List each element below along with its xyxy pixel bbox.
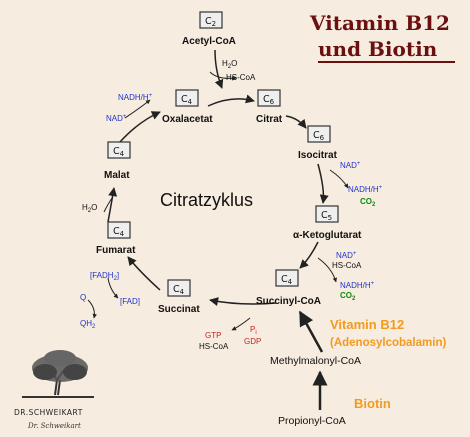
arrow-side-malat — [103, 197, 113, 213]
logo-text: DR.SCHWEIKART — [14, 408, 83, 417]
arrow-side-succinat — [231, 317, 251, 331]
cofactor-iso-nad: NAD+ — [340, 161, 361, 170]
cofactor-succ-pi: Pi — [250, 325, 257, 336]
svg-text:C4: C4 — [173, 284, 185, 296]
arrow-oxalacetat-to-citrat — [207, 94, 255, 107]
node-acetyl-coa: C2 Acetyl-CoA — [182, 11, 236, 47]
svg-text:C6: C6 — [313, 130, 325, 142]
arrow-malat-to-oxalacetat — [119, 111, 161, 143]
arrow-side-isocitrat — [329, 169, 349, 189]
cofactor-succ-hscoa: HS-CoA — [199, 342, 229, 351]
cofactor-keto-co2: CO2 — [340, 291, 356, 302]
svg-text:C4: C4 — [281, 274, 293, 286]
arrow-side-acetyl — [209, 71, 237, 81]
cofactor-fum-q: Q — [80, 293, 86, 302]
arrow-fumarat-to-malat — [107, 187, 118, 223]
arrow-citrat-to-isocitrat — [285, 115, 307, 129]
cofactor-fum-fadh2: [FADH2] — [90, 271, 119, 282]
node-isocitrat: C6 Isocitrat — [298, 125, 338, 161]
node-fumarat: C4 Fumarat — [96, 221, 136, 256]
svg-text:α-Ketoglutarat: α-Ketoglutarat — [293, 230, 362, 241]
svg-text:C4: C4 — [181, 94, 193, 106]
node-ketoglutarat: C5 α-Ketoglutarat — [293, 205, 362, 241]
svg-text:C5: C5 — [321, 210, 332, 222]
arrow-succinylcoa-to-succinat — [209, 297, 277, 306]
cofactor-ox-nad: NAD+ — [106, 114, 127, 123]
arrow-methylmalonyl-to-succinylcoa — [298, 310, 324, 353]
arrow-side-oxalacetat — [124, 99, 151, 119]
adenosylcobalamin-label: (Adenosylcobalamin) — [330, 337, 446, 349]
cofactor-keto-nad: NAD+ — [336, 251, 357, 260]
cofactor-iso-nadh: NADH/H+ — [348, 185, 383, 194]
cofactor-acetyl-h2o: H2O — [222, 59, 237, 70]
svg-text:Isocitrat: Isocitrat — [298, 150, 338, 161]
propionyl-coa-label: Propionyl-CoA — [278, 415, 346, 427]
cofactor-fum-fad: [FAD] — [120, 297, 140, 306]
node-oxalacetat: C4 Oxalacetat — [162, 89, 213, 125]
cofactor-keto-hscoa: HS-CoA — [332, 261, 362, 270]
logo-signature: Dr. Schweikart — [27, 422, 81, 430]
node-succinat: C4 Succinat — [158, 279, 200, 315]
arrow-succinat-to-fumarat — [127, 256, 161, 291]
svg-text:C4: C4 — [113, 226, 125, 238]
title-line-1: Vitamin B12 — [309, 11, 450, 35]
arrow-side-fumarat-q — [87, 299, 97, 319]
svg-text:Fumarat: Fumarat — [96, 245, 136, 256]
title-line-2: und Biotin — [318, 37, 438, 61]
svg-text:Malat: Malat — [104, 170, 130, 181]
arrow-acetyl-to-citrat — [214, 49, 224, 89]
node-succinyl-coa: C4 Succinyl-CoA — [256, 269, 321, 307]
svg-text:Succinyl-CoA: Succinyl-CoA — [256, 296, 321, 307]
node-malat: C4 Malat — [104, 141, 131, 181]
vitamin-b12-label: Vitamin B12 — [330, 317, 404, 332]
arrow-side-fumarat — [107, 277, 119, 299]
cycle-center-label: Citratzyklus — [160, 190, 253, 210]
cofactor-acetyl-hscoa: HS-CoA — [226, 73, 256, 82]
node-citrat: C6 Citrat — [256, 89, 283, 125]
svg-text:C2: C2 — [205, 16, 216, 28]
arrow-side-ketoglutarat — [317, 257, 338, 283]
svg-text:C6: C6 — [263, 94, 275, 106]
cofactor-ox-nadh: NADH/H+ — [118, 93, 153, 102]
arrow-isocitrat-to-ketoglutarat — [317, 163, 329, 204]
cofactor-iso-co2: CO2 — [360, 197, 376, 208]
svg-text:Citrat: Citrat — [256, 114, 283, 125]
svg-text:Succinat: Succinat — [158, 304, 200, 315]
methylmalonyl-coa-label: Methylmalonyl-CoA — [270, 355, 361, 367]
tree-logo — [22, 350, 94, 398]
cofactor-keto-nadh: NADH/H+ — [340, 281, 375, 290]
cofactor-succ-gtp: GTP — [205, 331, 221, 340]
cofactor-fum-qh2: QH2 — [80, 319, 96, 330]
cofactor-malat-h2o: H2O — [82, 203, 97, 214]
arrow-ketoglutarat-to-succinylcoa — [299, 241, 319, 269]
cofactor-succ-gdp: GDP — [244, 337, 261, 346]
svg-text:Oxalacetat: Oxalacetat — [162, 114, 213, 125]
biotin-label: Biotin — [354, 396, 391, 411]
svg-text:Acetyl-CoA: Acetyl-CoA — [182, 36, 236, 47]
svg-text:C4: C4 — [113, 146, 125, 158]
